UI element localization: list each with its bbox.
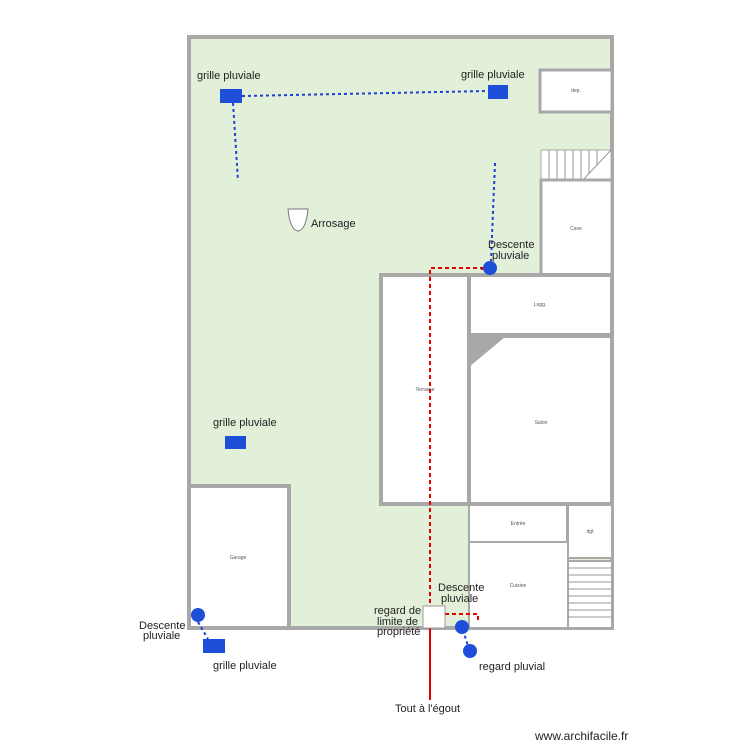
regard-limite-label-2: limite de xyxy=(377,616,418,628)
room-dgt-label: dgt xyxy=(587,529,595,535)
descente-top-label-2: pluviale xyxy=(492,250,529,262)
descente-top-label-1: Descente xyxy=(488,239,534,251)
room-dep xyxy=(538,68,614,114)
grille-top-right-icon xyxy=(488,85,508,99)
room-cave xyxy=(539,178,614,277)
room-dgt xyxy=(567,504,613,559)
room-terrasse-label: Terrasse xyxy=(415,387,434,393)
descente-bottom-label-2: pluviale xyxy=(441,593,478,605)
grille-middle-icon xyxy=(225,436,246,449)
salon-wall-corner xyxy=(469,337,505,367)
stairs-bottom xyxy=(567,560,613,629)
descente-bottom-label-1: Descente xyxy=(438,582,484,594)
regard-pluvial-icon xyxy=(463,644,477,658)
room-salon-label: Salon xyxy=(535,420,548,426)
room-garage-label: Garage xyxy=(230,555,247,561)
grille-top-left-label: grille pluviale xyxy=(197,70,261,82)
room-entree-label: Entrée xyxy=(511,521,526,527)
room-garage xyxy=(187,484,291,630)
regard-limite-icon xyxy=(422,605,446,629)
room-cave-label: Cave xyxy=(570,226,582,232)
sewer-pipe xyxy=(429,267,483,700)
arrosage-icon xyxy=(287,208,309,232)
watermark: www.archifacile.fr xyxy=(534,729,628,743)
room-cuisine-label: Cuisine xyxy=(510,583,527,589)
regard-pluvial-label: regard pluvial xyxy=(479,661,545,673)
room-salon xyxy=(467,334,614,506)
descente-left-icon xyxy=(191,608,205,622)
grille-top-right-label: grille pluviale xyxy=(461,69,525,81)
room-logg-label: Logg. xyxy=(534,302,547,308)
descente-bottom-icon xyxy=(455,620,469,634)
arrosage-label: Arrosage xyxy=(311,218,356,230)
regard-limite-label-3: propriété xyxy=(377,626,420,638)
room-dep-label: dep. xyxy=(571,88,581,94)
grille-middle-label: grille pluviale xyxy=(213,417,277,429)
descente-left-label-2: pluviale xyxy=(143,630,180,642)
descente-top-icon xyxy=(483,261,497,275)
regard-limite-label-1: regard de xyxy=(374,605,421,617)
descente-left-label-1: Descente xyxy=(139,620,185,632)
grille-top-left-icon xyxy=(220,89,242,103)
stairs-top xyxy=(540,149,612,183)
grille-bottom-icon xyxy=(203,639,225,653)
grille-bottom-label: grille pluviale xyxy=(213,660,277,672)
egout-label: Tout à l'égout xyxy=(395,703,460,715)
